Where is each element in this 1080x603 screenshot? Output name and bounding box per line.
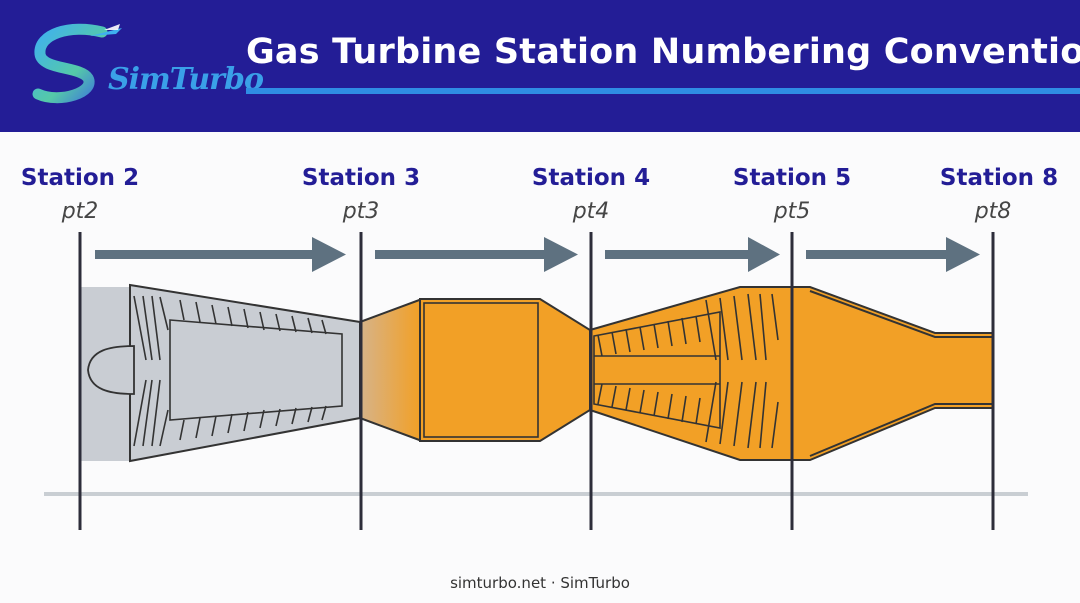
- spinner-nose: [87, 345, 135, 395]
- flow-arrow-4-5: [605, 237, 780, 272]
- station-5-label: Station 5: [732, 165, 852, 191]
- footer-credit: simturbo.net · SimTurbo: [450, 574, 630, 592]
- nozzle-section: [809, 290, 993, 457]
- simturbo-logo: SimTurbo: [30, 20, 264, 110]
- logo-wordmark: SimTurbo: [108, 62, 264, 97]
- station-2-label: Station 2: [20, 165, 140, 191]
- station-3-label: Station 3: [301, 165, 421, 191]
- flow-arrow-5-8: [806, 237, 980, 272]
- compressor-exit-transition: [360, 300, 420, 440]
- header-bar: SimTurbo Gas Turbine Station Numbering C…: [0, 0, 1080, 132]
- title-underline: [246, 88, 1080, 94]
- page-title: Gas Turbine Station Numbering Convention: [246, 32, 1080, 72]
- station-4-label: Station 4: [531, 165, 651, 191]
- station-4-pressure-label: pt4: [572, 199, 610, 224]
- station-2-pressure-label: pt2: [61, 199, 99, 224]
- combustor-section: [419, 298, 591, 442]
- station-8-pressure-label: pt8: [974, 199, 1012, 224]
- station-5-pressure-label: pt5: [773, 199, 811, 224]
- flow-arrow-3-4: [375, 237, 578, 272]
- station-8-label: Station 8: [939, 165, 1059, 191]
- compressor-section: [80, 283, 361, 463]
- flow-arrow-2-3: [95, 237, 346, 272]
- station-3-pressure-label: pt3: [342, 199, 380, 224]
